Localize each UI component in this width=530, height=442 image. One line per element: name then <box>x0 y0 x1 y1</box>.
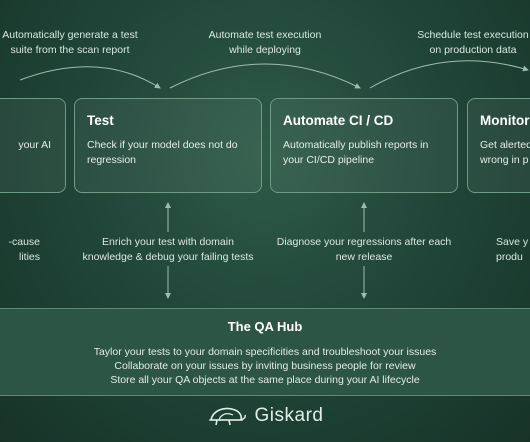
card-automate-ci-cd: Automate CI / CD Automatically publish r… <box>270 98 458 193</box>
card-monitor-title: Monitor <box>480 113 530 128</box>
qa-hub-title: The QA Hub <box>227 319 303 334</box>
caption-root-cause: -cause lities <box>8 236 40 263</box>
brand-name: Giskard <box>254 405 324 426</box>
turtle-logo-icon <box>208 407 246 426</box>
qa-hub-line: Taylor your tests to your domain specifi… <box>93 346 437 358</box>
qa-hub-panel: The QA Hub Taylor your tests to your dom… <box>0 308 530 396</box>
card-scan-description: your AI <box>18 139 51 151</box>
card-test-title: Test <box>87 113 114 128</box>
caption-diagnose-regressions: Diagnose your regressions after each new… <box>276 236 452 263</box>
card-test: Test Check if your model does not do reg… <box>74 98 262 193</box>
card-monitor: Monitor Get alerted wrong in p <box>467 98 530 193</box>
brand-footer: Giskard <box>0 404 530 428</box>
caption-save-production: Save y produ <box>496 236 529 263</box>
card-ci-title: Automate CI / CD <box>283 113 394 128</box>
card-test-description: Check if your model does not do regressi… <box>87 139 238 166</box>
qa-hub-line: Collaborate on your issues by inviting b… <box>114 360 416 372</box>
caption-enrich-test: Enrich your test with domain knowledge &… <box>82 236 254 263</box>
arc-arrow-ci-to-monitor <box>369 60 529 89</box>
card-scan: your AI <box>0 98 66 193</box>
qa-hub-line: Store all your QA objects at the same pl… <box>110 374 420 386</box>
caption-generate-test-suite: Automatically generate a test suite from… <box>2 29 138 56</box>
card-scan-title <box>1 113 53 128</box>
caption-automate-execution: Automate test execution while deploying <box>208 29 322 56</box>
caption-schedule-execution: Schedule test execution on production da… <box>417 29 529 56</box>
arc-arrow-test-to-ci <box>169 63 361 89</box>
card-monitor-description: Get alerted wrong in p <box>480 139 530 166</box>
arc-arrow-scan-to-test <box>19 66 161 89</box>
card-ci-description: Automatically publish reports in your CI… <box>283 139 429 166</box>
